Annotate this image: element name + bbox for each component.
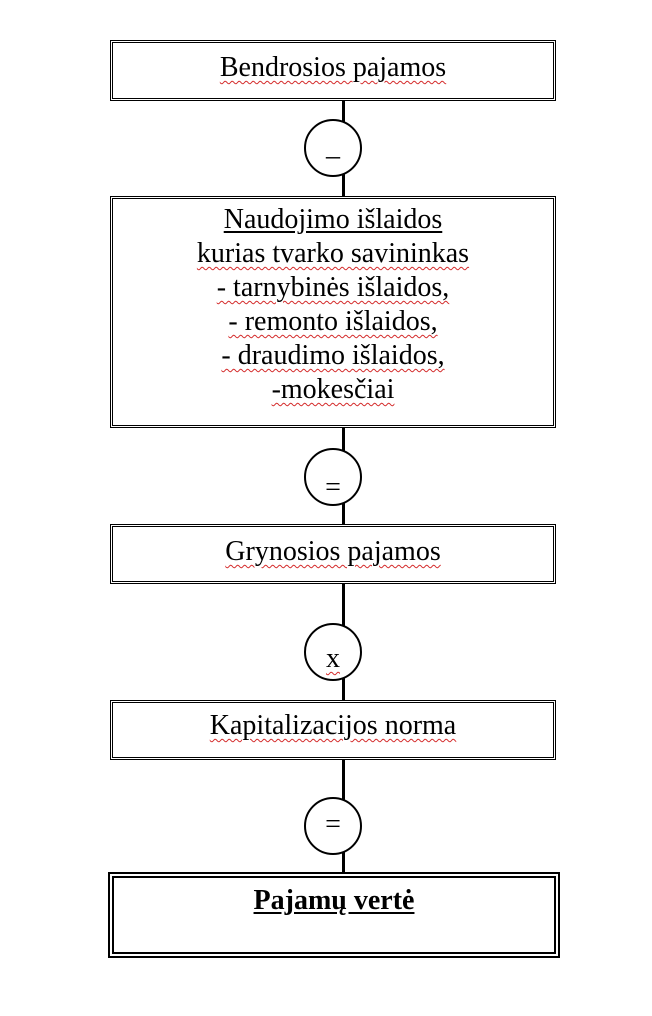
operator-minus-circle: _ bbox=[304, 119, 362, 177]
box-naudojimo-line-5: - draudimo išlaidos, bbox=[221, 340, 445, 371]
operator-equals-circle-1: = bbox=[304, 448, 362, 506]
operator-equals-symbol-2: = bbox=[325, 809, 341, 840]
box-pajamu-verte-label: Pajamų vertė bbox=[253, 885, 415, 916]
operator-minus-symbol: _ bbox=[326, 131, 340, 162]
box-bendrosios-pajamos-label: Bendrosios pajamos bbox=[219, 52, 447, 83]
box-naudojimo-line-4: - remonto išlaidos, bbox=[228, 306, 438, 337]
box-naudojimo-line-3: - tarnybinės išlaidos, bbox=[216, 272, 450, 303]
box-bendrosios-pajamos: Bendrosios pajamos bbox=[110, 40, 556, 101]
operator-equals-symbol-1: = bbox=[325, 472, 341, 503]
operator-equals-circle-2: = bbox=[304, 797, 362, 855]
box-naudojimo-line-6: -mokesčiai bbox=[271, 374, 395, 405]
box-naudojimo-line-2: kurias tvarko savininkas bbox=[196, 238, 470, 269]
box-grynosios-pajamos: Grynosios pajamos bbox=[110, 524, 556, 584]
box-naudojimo-islaidos: Naudojimo išlaidos kurias tvarko savinin… bbox=[110, 196, 556, 428]
operator-multiply-circle: x bbox=[304, 623, 362, 681]
box-grynosios-pajamos-label: Grynosios pajamos bbox=[225, 536, 441, 567]
operator-multiply-symbol: x bbox=[326, 643, 340, 674]
box-naudojimo-line-1: Naudojimo išlaidos bbox=[223, 204, 443, 235]
box-kapitalizacijos-norma-label: Kapitalizacijos norma bbox=[209, 710, 457, 741]
box-kapitalizacijos-norma: Kapitalizacijos norma bbox=[110, 700, 556, 760]
box-pajamu-verte: Pajamų vertė bbox=[108, 872, 560, 958]
